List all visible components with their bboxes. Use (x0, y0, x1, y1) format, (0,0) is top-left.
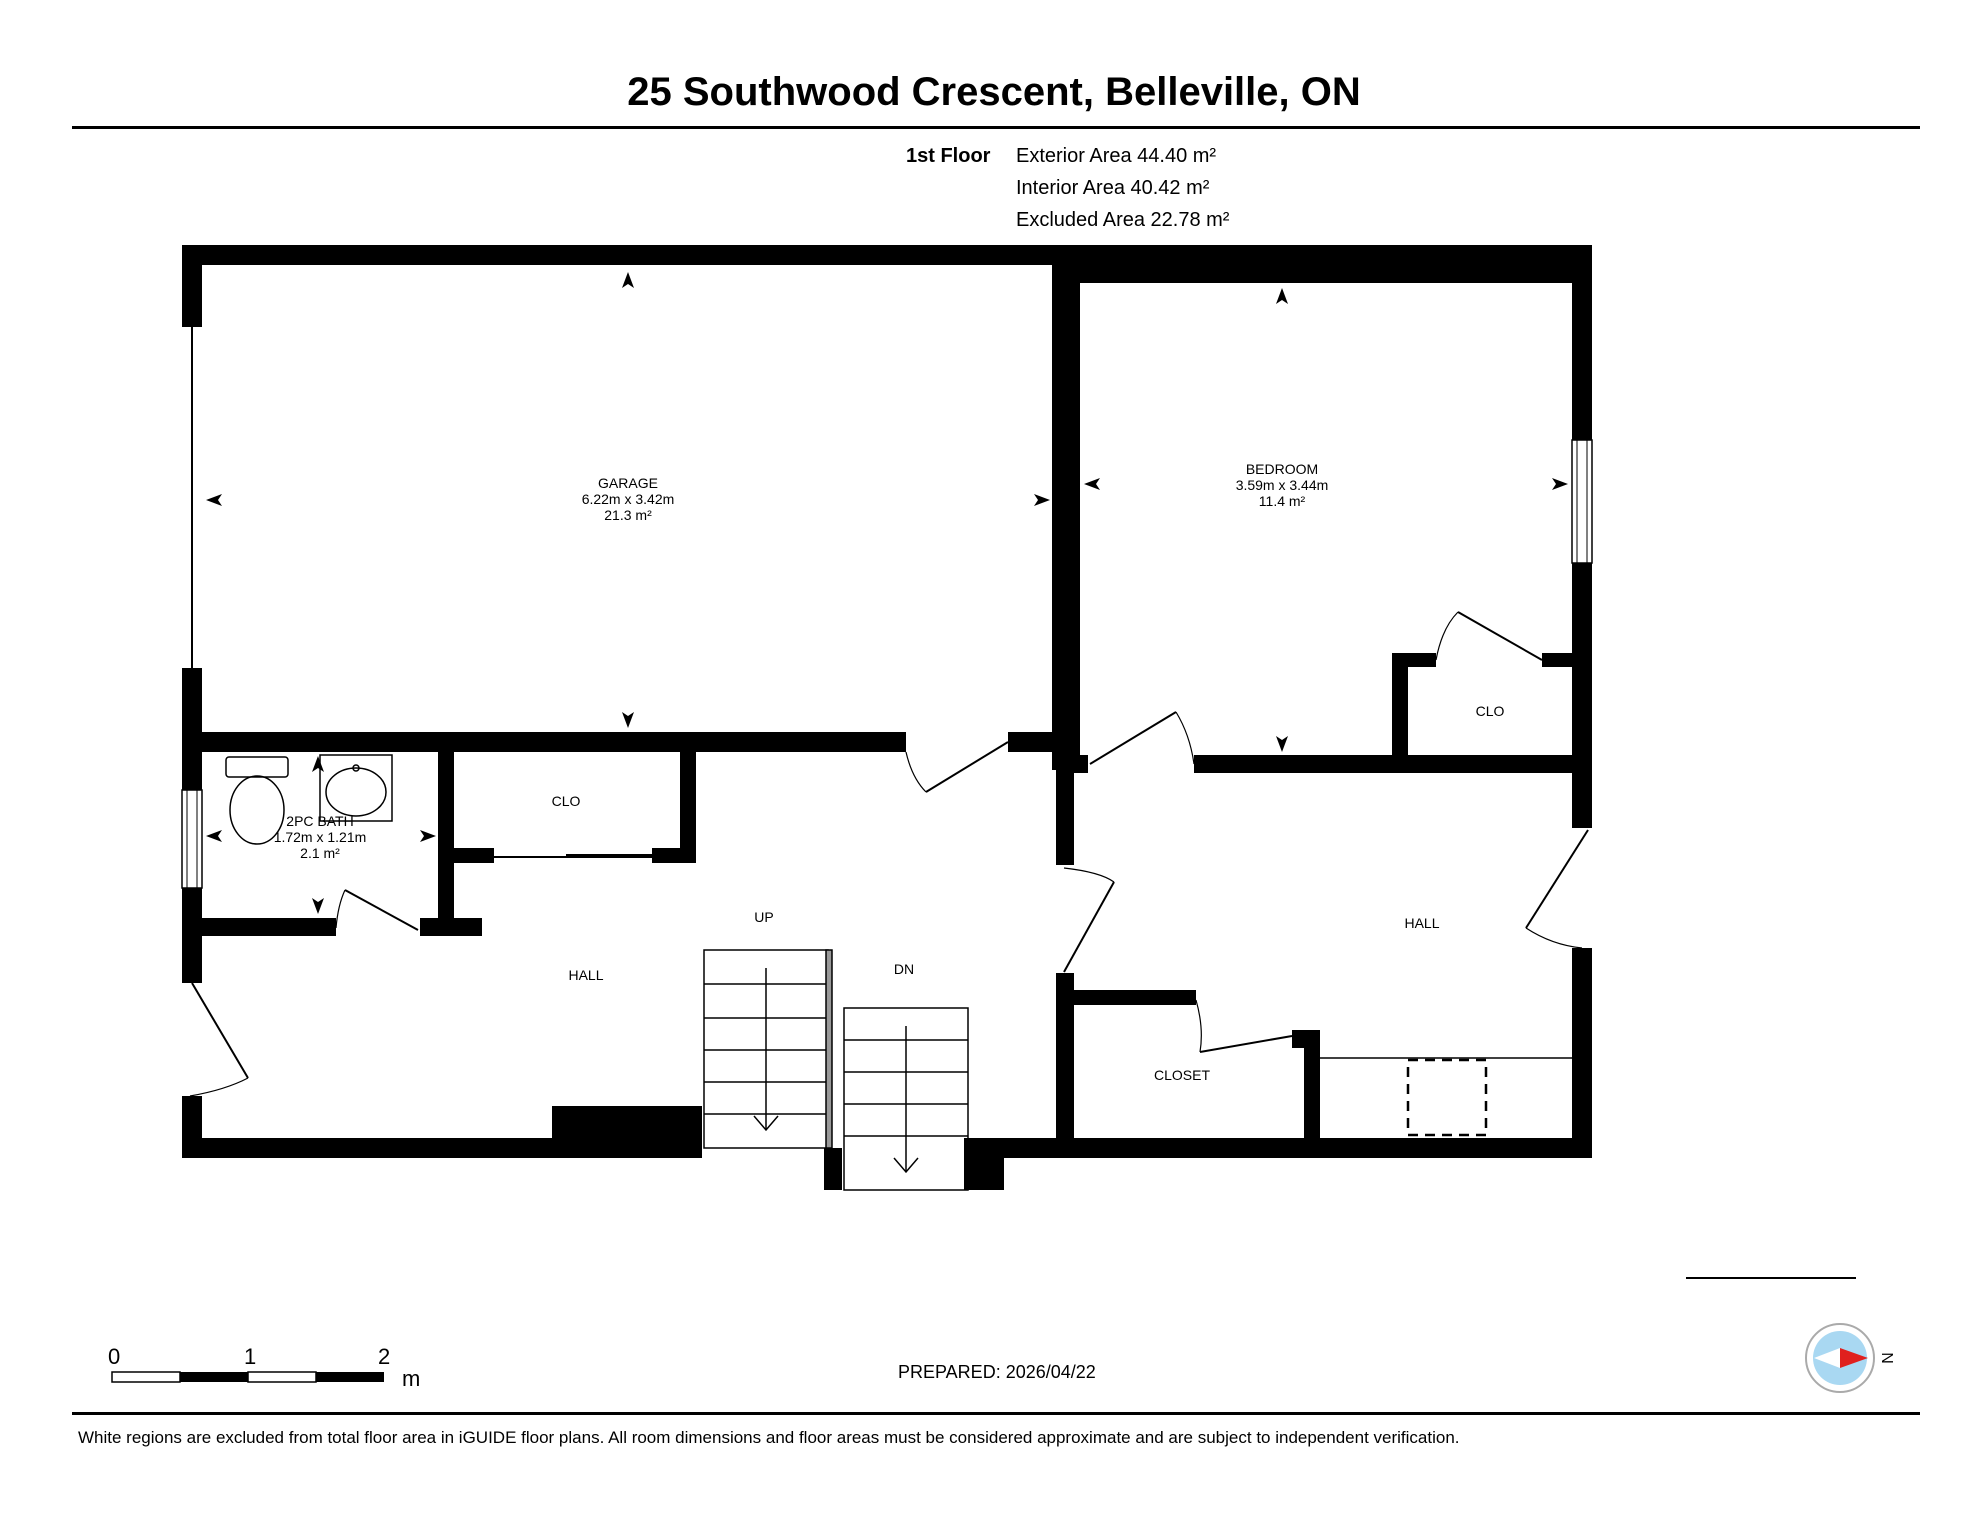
stairs-up-label: UP (754, 909, 773, 925)
exterior-area: Exterior Area 44.40 m² (1016, 145, 1217, 167)
garage-name: GARAGE (598, 475, 658, 491)
garage-area: 21.3 m² (604, 507, 652, 523)
compass-north-label: N (1878, 1352, 1895, 1364)
garage-dims: 6.22m x 3.42m (582, 491, 675, 507)
hall-right-label: HALL (1404, 915, 1439, 931)
bedroom-area: 11.4 m² (1259, 493, 1306, 509)
scale-tick-1: 1 (244, 1344, 257, 1369)
scale-unit: m (402, 1366, 421, 1391)
footer-divider (72, 1412, 1920, 1415)
doors-windows (181, 327, 1593, 1137)
hall-left-label: HALL (568, 967, 603, 983)
stairs-down-label: DN (894, 961, 914, 977)
compass-icon (1805, 1323, 1875, 1393)
bedroom-dims: 3.59m x 3.44m (1236, 477, 1329, 493)
closet-lower-label: CLO (552, 793, 581, 809)
bath-dims: 1.72m x 1.21m (274, 829, 367, 845)
prepared-date: PREPARED: 2026/04/22 (898, 1362, 1096, 1382)
bath-area: 2.1 m² (300, 845, 340, 861)
disclaimer: White regions are excluded from total fl… (78, 1428, 1460, 1447)
floor-label: 1st Floor (906, 145, 991, 167)
excluded-area: Excluded Area 22.78 m² (1016, 209, 1230, 231)
scale-tick-2: 2 (378, 1344, 391, 1369)
plan-title: 25 Southwood Crescent, Belleville, ON (627, 70, 1361, 114)
scale-bar (111, 1371, 384, 1383)
bath-fixtures (225, 754, 393, 845)
title-divider (72, 126, 1920, 129)
stairs (703, 949, 969, 1191)
dimension-arrows (206, 272, 1568, 914)
closet-upper-label: CLO (1476, 703, 1505, 719)
area-summary: Exterior Area 44.40 m² Interior Area 40.… (1016, 140, 1229, 236)
closet-label: CLOSET (1154, 1067, 1210, 1083)
room-labels: GARAGE 6.22m x 3.42m 21.3 m² BEDROOM 3.5… (274, 461, 1505, 1083)
scale-tick-0: 0 (108, 1344, 121, 1369)
interior-area: Interior Area 40.42 m² (1016, 177, 1210, 199)
bath-name: 2PC BATH (286, 813, 353, 829)
bedroom-name: BEDROOM (1246, 461, 1318, 477)
walls (182, 245, 1592, 1190)
